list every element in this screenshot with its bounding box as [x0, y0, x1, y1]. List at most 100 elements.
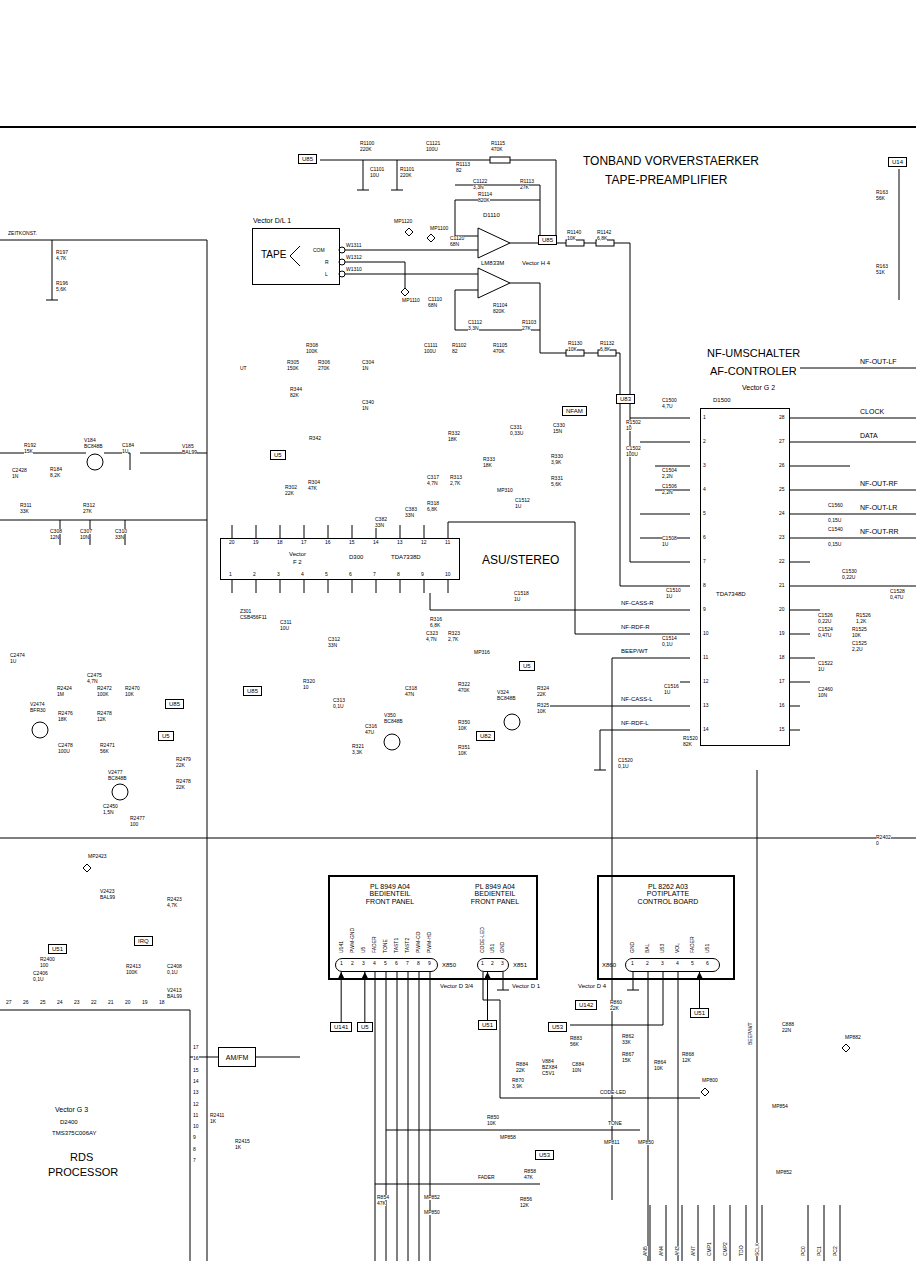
component-label: 10K — [567, 236, 576, 241]
node-text: Vector — [289, 551, 306, 557]
component-label: 16 — [193, 1056, 199, 1061]
component-label: MP854 — [772, 1104, 788, 1109]
node-text: TDA7348D — [716, 591, 746, 597]
component-label: 33K — [622, 1040, 631, 1045]
component-label: R2471 — [100, 743, 115, 748]
component-label: 14 — [703, 727, 709, 732]
component-label: 13 — [703, 703, 709, 708]
tape-symbol — [290, 246, 300, 266]
component-label: 13 — [397, 540, 403, 545]
component-label: AN5 — [643, 1246, 648, 1256]
component-label: 5,6K — [551, 482, 561, 487]
component-label: 9 — [428, 961, 431, 966]
component-label: 100U — [58, 749, 70, 754]
component-label: C1101 — [370, 167, 384, 172]
component-label: 3 — [277, 572, 280, 577]
component-label: 15 — [193, 1068, 199, 1073]
component-label: 82K — [290, 393, 299, 398]
component-label: 27K — [520, 185, 529, 190]
node-text: X860 — [602, 962, 616, 968]
component-label: C2478 — [58, 743, 73, 748]
component-label: R2478 — [97, 711, 112, 716]
component-label: R1101 — [400, 167, 414, 172]
component-label: 12K — [682, 1058, 691, 1063]
component-label: BC848B — [108, 776, 127, 781]
component-label: U51 — [490, 944, 495, 953]
component-label: R322 — [458, 682, 470, 687]
component-label: CMP2 — [723, 1242, 728, 1256]
component-label: R1520 — [683, 736, 698, 741]
component-label: 1,2K — [856, 619, 866, 624]
component-label: PC0 — [801, 1246, 806, 1256]
component-label: VOL — [675, 943, 680, 953]
component-label: C1508 — [662, 536, 677, 541]
component-label: R313 — [450, 475, 462, 480]
component-label: 15K — [24, 449, 33, 454]
component-label: 10 — [193, 1124, 199, 1129]
component-label: 22K — [176, 785, 185, 790]
component-label: C1510 — [666, 588, 681, 593]
component-label: R1113 — [456, 162, 470, 167]
component-label: C1110 — [428, 297, 442, 302]
component-label: 22K — [516, 1068, 525, 1073]
component-label: C330 — [553, 423, 565, 428]
component-label: R331 — [551, 476, 563, 481]
component-label: V884 — [542, 1059, 554, 1064]
component-label: NF-OUT-LF — [860, 358, 897, 365]
component-label: R1130 — [568, 341, 582, 346]
component-label: 8 — [417, 961, 420, 966]
component-label: 17 — [779, 679, 785, 684]
component-label: U51 — [705, 944, 710, 953]
component-label: C1506 — [662, 484, 677, 489]
component-label: 2 — [703, 439, 706, 444]
component-label: R163 — [876, 264, 888, 269]
transistor-symbol — [87, 454, 103, 470]
component-label: 1U — [515, 504, 521, 509]
component-label: NF-CASS-R — [621, 600, 654, 606]
component-label: 16 — [779, 703, 785, 708]
node-text: U85 — [247, 688, 258, 694]
wire — [320, 160, 556, 243]
node-text: U142 — [579, 1002, 593, 1008]
node-text: U82 — [480, 733, 491, 739]
component-label: 19 — [253, 540, 259, 545]
component-label: 10K — [487, 1121, 496, 1126]
node-text: U53 — [539, 1152, 550, 1158]
component-label: 100U — [426, 147, 438, 152]
component-label: 20 — [779, 607, 785, 612]
component-label: 100K — [126, 970, 138, 975]
component-label: PWM-GND — [350, 928, 355, 953]
node-text: TAPE — [261, 250, 286, 260]
component-label: R2470 — [125, 686, 140, 691]
component-label: 150K — [287, 366, 299, 371]
component-label: 56K — [100, 749, 109, 754]
wire-group — [0, 127, 916, 1261]
component-label: BEEP/WT — [748, 1022, 753, 1045]
component-label: CMP1 — [707, 1242, 712, 1256]
header-rule — [0, 126, 916, 128]
signal-tag: IRQ — [134, 936, 153, 946]
component-label: 1 — [631, 961, 634, 966]
component-label: BC848B — [384, 719, 403, 724]
component-label: GND — [500, 942, 505, 953]
component-label: 10K — [458, 726, 467, 731]
component-label: R196 — [56, 281, 68, 286]
node-text: F 2 — [293, 559, 302, 565]
component-label: 220K — [400, 173, 412, 178]
component-label: MP1110 — [402, 298, 420, 303]
component-label: BAL — [645, 944, 650, 953]
component-label: TAST2 — [405, 938, 410, 953]
component-label: 1N — [12, 474, 18, 479]
component-label: C184 — [122, 443, 134, 448]
component-label: 0,22U — [842, 575, 855, 580]
wire — [790, 368, 916, 730]
component-label: R1103 — [522, 320, 536, 325]
transistor-symbol — [384, 734, 400, 750]
component-label: R306 — [318, 360, 330, 365]
component-label: MP316 — [474, 650, 490, 655]
component-label: 10N — [80, 535, 89, 540]
signal-tag: U53 — [535, 1150, 554, 1160]
component-label: 13 — [193, 1090, 199, 1095]
component-label: C1540 — [828, 527, 843, 532]
component-label: 0,15U — [828, 518, 841, 523]
